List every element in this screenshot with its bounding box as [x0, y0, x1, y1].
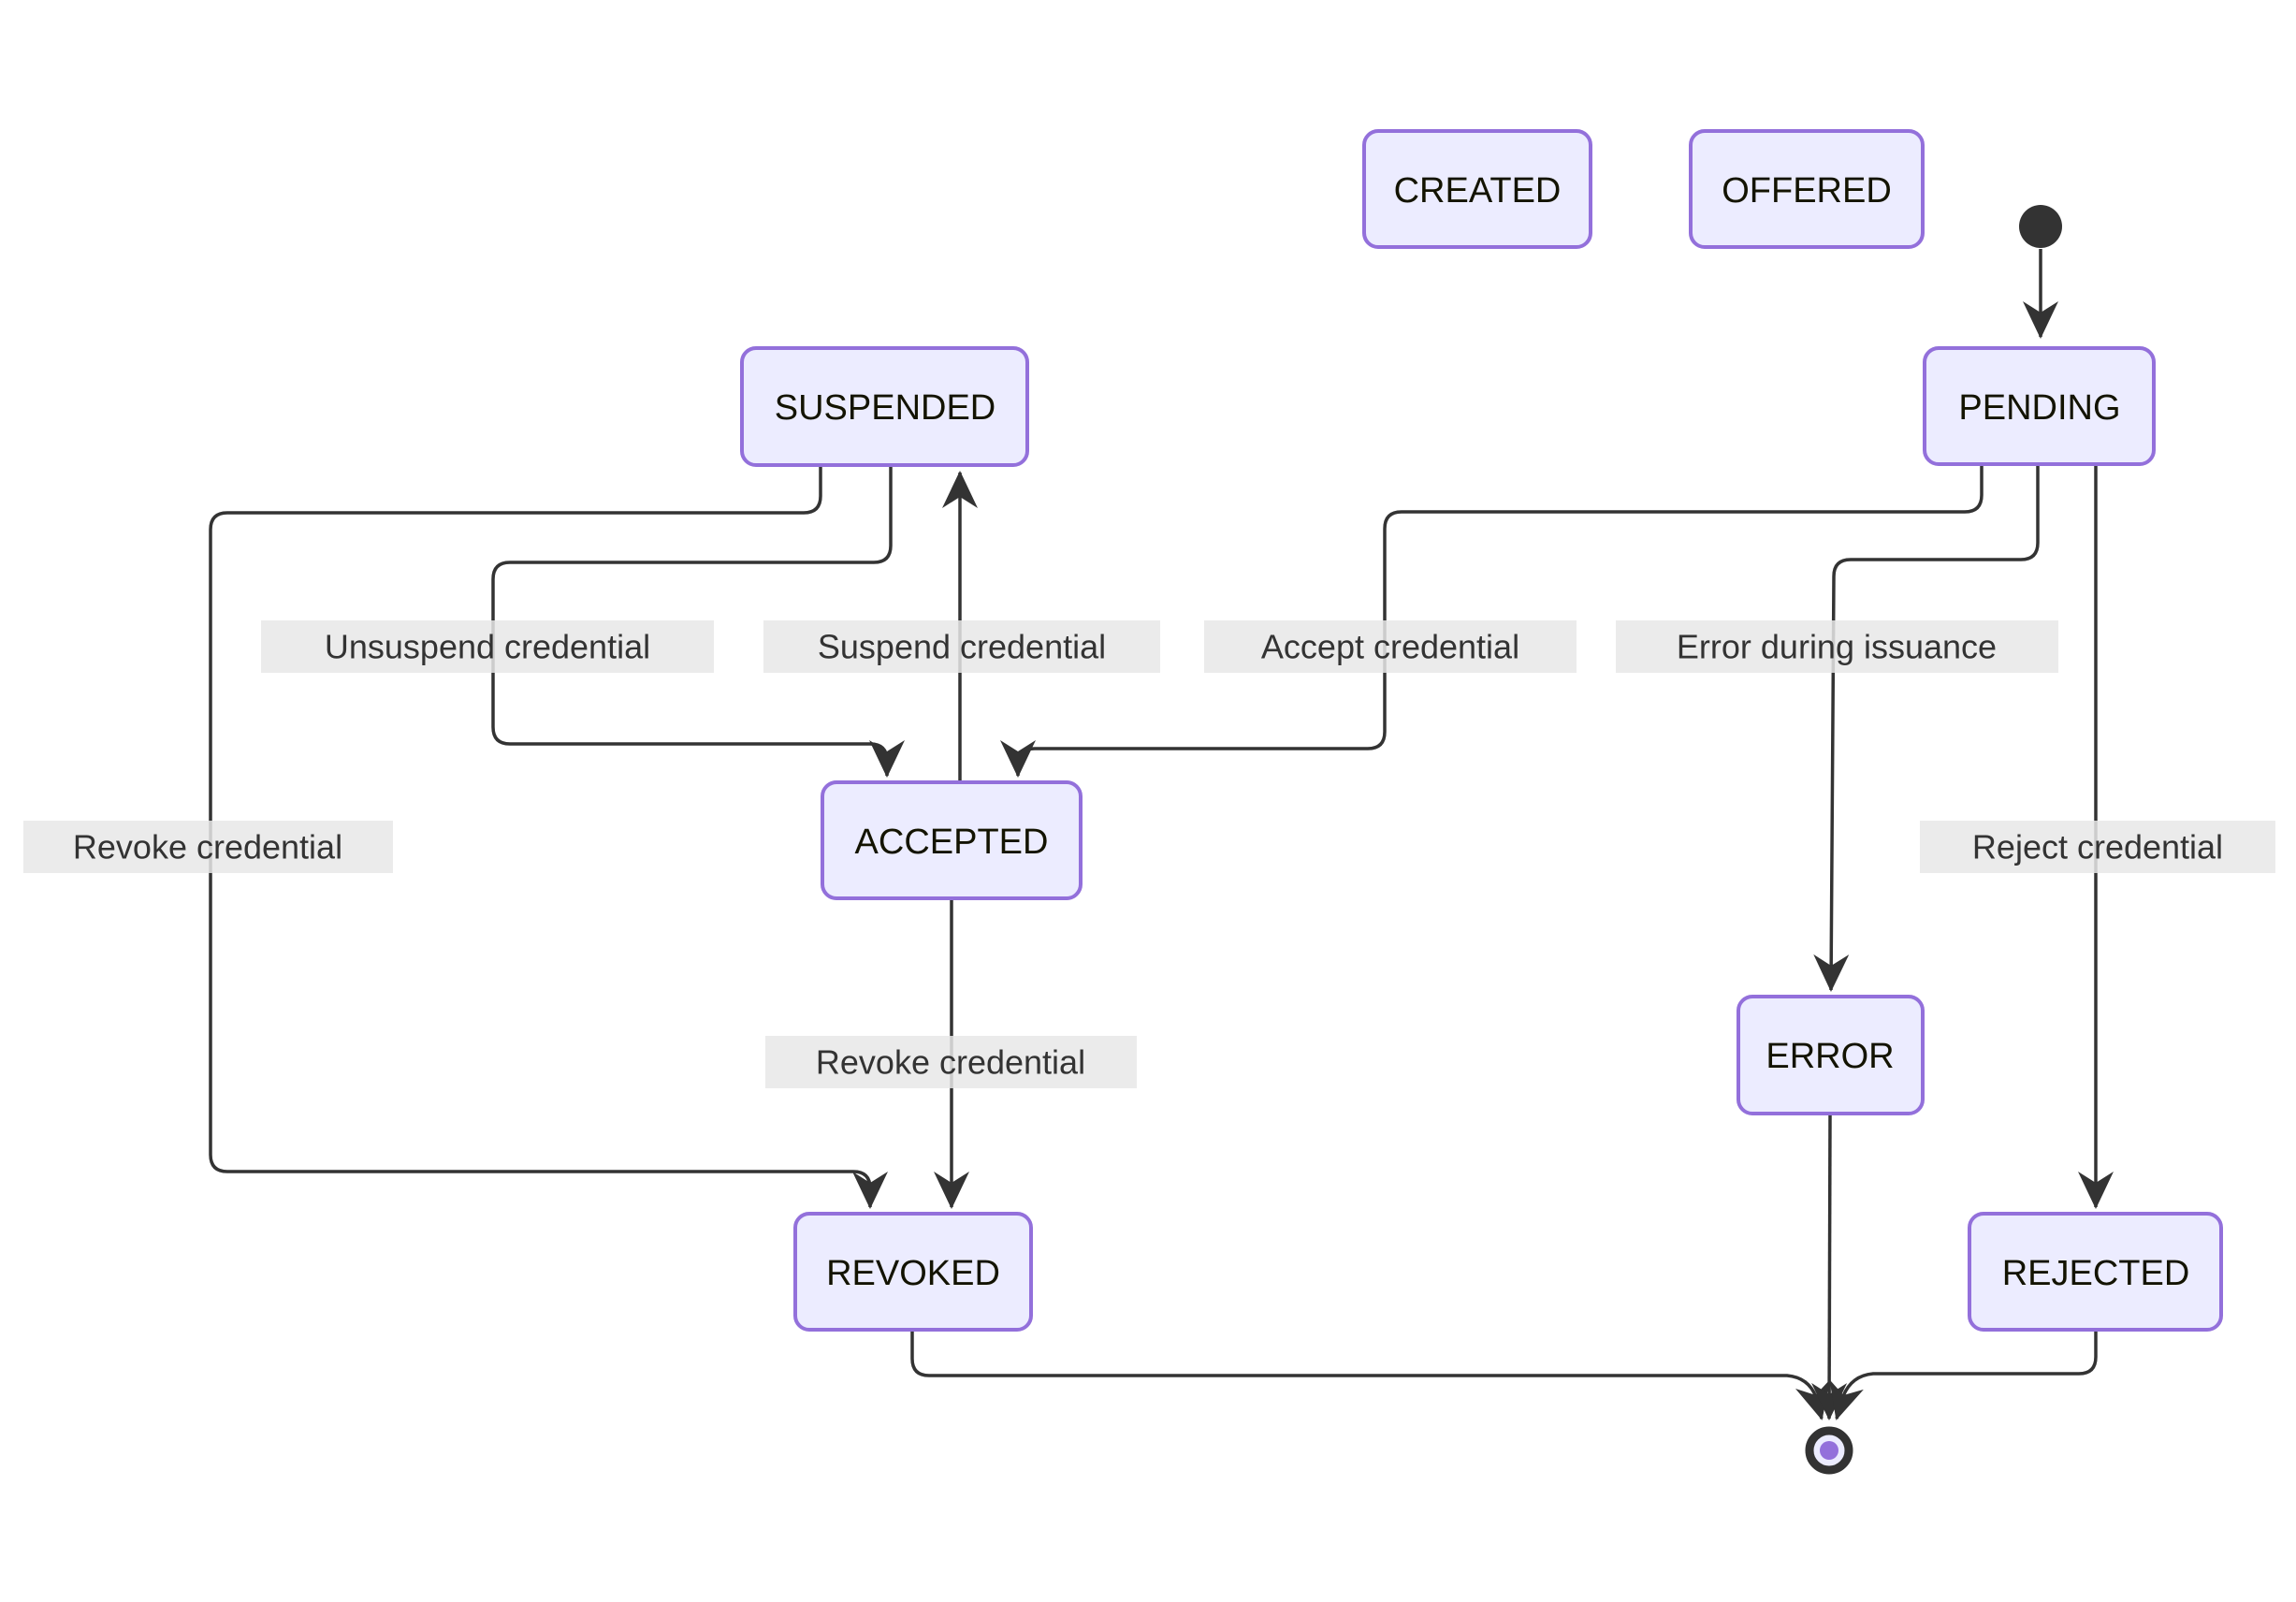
state-error: ERROR — [1737, 995, 1925, 1115]
state-box — [793, 1212, 1033, 1332]
state-pending: PENDING — [1923, 346, 2156, 466]
state-created: CREATED — [1362, 129, 1592, 249]
final-state-marker — [1805, 1426, 1853, 1475]
edge-label-text: Reject credential — [1972, 828, 2223, 867]
final-state-inner-dot — [1820, 1441, 1838, 1460]
state-label: SUSPENDED — [775, 388, 996, 428]
edge-label-bg — [763, 620, 1160, 673]
state-label: ERROR — [1766, 1037, 1894, 1076]
state-box — [1968, 1212, 2223, 1332]
edge-label-bg — [261, 620, 714, 673]
state-box — [1362, 129, 1592, 249]
edge-label-reject-credential: Reject credential — [1920, 821, 2275, 873]
edge-label-text: Revoke credential — [73, 828, 342, 867]
edge-label-text: Revoke credential — [816, 1043, 1085, 1082]
edge-label-bg — [765, 1036, 1137, 1088]
edge-label-bg — [1616, 620, 2058, 673]
edge-label-text: Unsuspend credential — [325, 628, 650, 666]
state-box — [821, 780, 1083, 900]
edge-label-text: Suspend credential — [818, 628, 1106, 666]
state-rejected: REJECTED — [1968, 1212, 2223, 1332]
edge-error-to-final — [1811, 1114, 1848, 1420]
state-suspended: SUSPENDED — [740, 346, 1029, 467]
state-box — [1737, 995, 1925, 1115]
state-box — [740, 346, 1029, 467]
edges — [209, 249, 2114, 1420]
start-state-dot — [2019, 205, 2062, 248]
state-box — [1689, 129, 1925, 249]
edge-labels: Unsuspend credential Suspend credential … — [23, 620, 2275, 1088]
edge-label-suspend-credential: Suspend credential — [763, 620, 1160, 673]
state-label: ACCEPTED — [855, 823, 1049, 862]
edge-label-text: Accept credential — [1261, 628, 1519, 666]
state-box — [1923, 346, 2156, 466]
state-revoked: REVOKED — [793, 1212, 1033, 1332]
state-label: REJECTED — [2002, 1254, 2190, 1293]
edge-rejected-to-final — [1829, 1330, 2098, 1420]
edge-label-bg — [1920, 821, 2275, 873]
edge-label-bg — [23, 821, 393, 873]
state-label: CREATED — [1394, 171, 1562, 211]
edge-revoked-to-final — [910, 1331, 1830, 1420]
state-label: REVOKED — [826, 1254, 1000, 1293]
edge-label-unsuspend-credential: Unsuspend credential — [261, 620, 714, 673]
edge-label-text: Error during issuance — [1677, 628, 1997, 666]
state-offered: OFFERED — [1689, 129, 1925, 249]
edge-label-error-during-issuance: Error during issuance — [1616, 620, 2058, 673]
edge-pending-to-error — [1813, 465, 2040, 992]
state-label: OFFERED — [1722, 171, 1892, 211]
edge-label-accept-credential: Accept credential — [1204, 620, 1577, 673]
edge-label-bg — [1204, 620, 1577, 673]
state-accepted: ACCEPTED — [821, 780, 1083, 900]
state-label: PENDING — [1958, 388, 2120, 428]
edge-label-revoke-credential-left: Revoke credential — [23, 821, 393, 873]
edge-label-revoke-credential-middle: Revoke credential — [765, 1036, 1137, 1088]
